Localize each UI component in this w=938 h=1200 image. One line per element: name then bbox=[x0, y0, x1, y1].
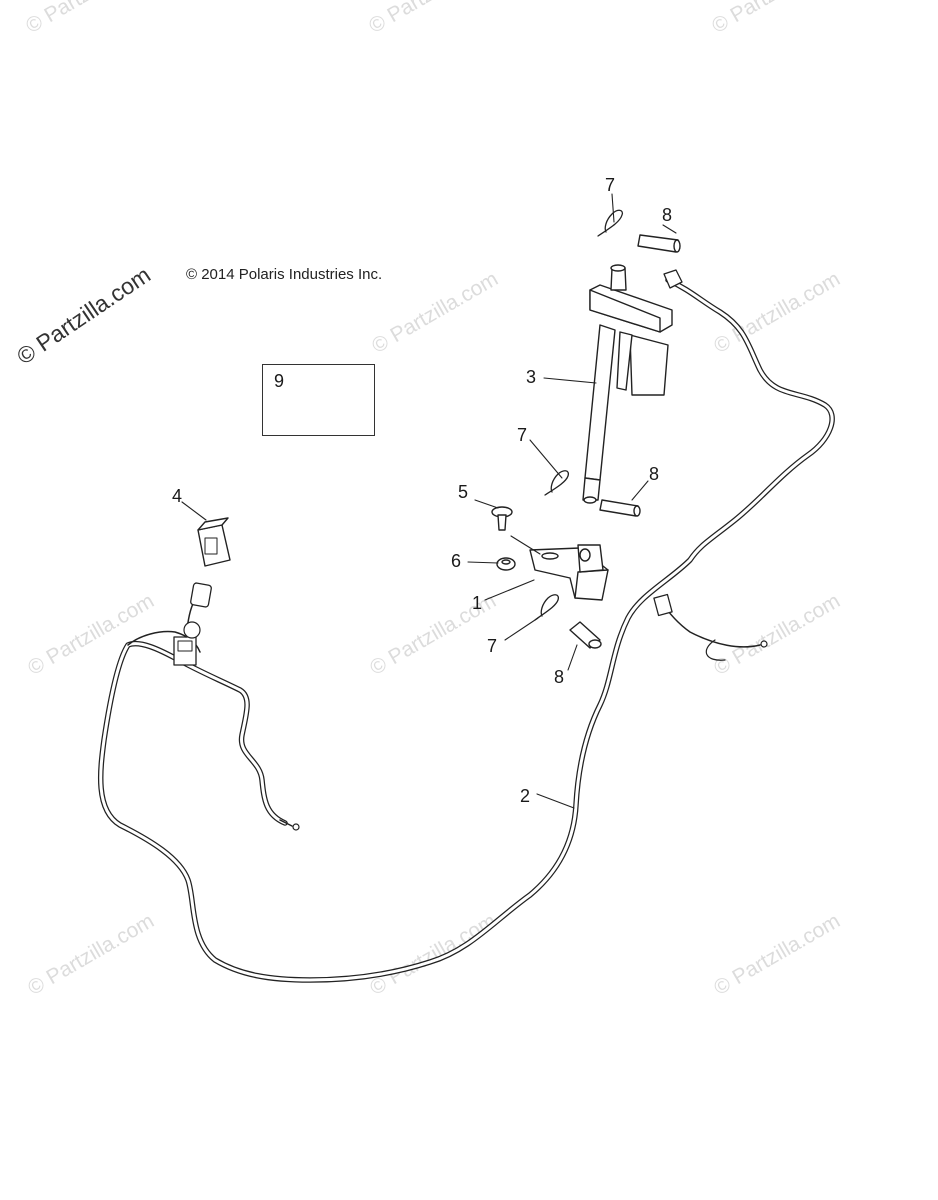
copyright-text: © 2014 Polaris Industries Inc. bbox=[186, 266, 383, 283]
callout-2: 2 bbox=[520, 786, 531, 806]
nut bbox=[496, 557, 516, 571]
switch bbox=[197, 517, 231, 567]
reference-box: 9 bbox=[262, 364, 375, 436]
callout-8-top: 8 bbox=[662, 205, 673, 225]
clip-middle bbox=[544, 470, 570, 496]
linear-actuator bbox=[582, 264, 673, 504]
callout-8-middle: 8 bbox=[649, 464, 660, 484]
callout-3: 3 bbox=[526, 367, 537, 387]
callout-7-middle: 7 bbox=[517, 425, 528, 445]
clip-lower bbox=[534, 594, 560, 621]
callout-1: 1 bbox=[472, 593, 483, 613]
callout-5: 5 bbox=[458, 482, 469, 502]
bracket bbox=[529, 544, 609, 601]
pin-middle bbox=[599, 499, 641, 517]
callout-6: 6 bbox=[451, 551, 462, 571]
callout-4: 4 bbox=[172, 486, 183, 506]
clip-top bbox=[597, 209, 624, 237]
wire-harness bbox=[97, 269, 835, 983]
leader-lines bbox=[181, 193, 677, 809]
pin-top bbox=[637, 234, 681, 253]
reference-box-label: 9 bbox=[274, 371, 285, 391]
callout-7-top: 7 bbox=[605, 175, 616, 195]
callout-7-lower: 7 bbox=[487, 636, 498, 656]
callout-8-lower: 8 bbox=[554, 667, 565, 687]
pin-lower bbox=[569, 621, 602, 649]
bolt bbox=[491, 506, 513, 531]
